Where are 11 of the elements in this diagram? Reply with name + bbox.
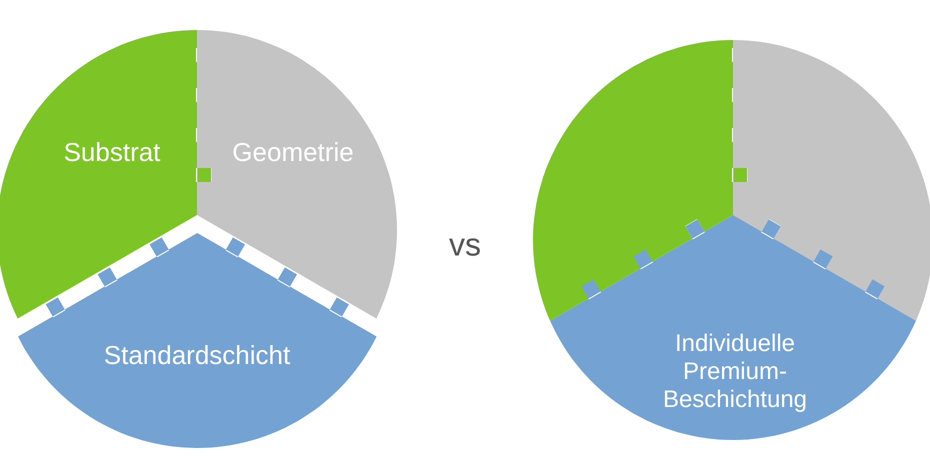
puzzle-segment (18, 233, 376, 448)
segment-label: Individuelle Premium-Beschichtung (662, 330, 808, 414)
comparison-label: vs (449, 226, 481, 264)
puzzle-segment (733, 40, 930, 321)
puzzle-segment (0, 30, 211, 319)
puzzle-segment (533, 40, 747, 321)
segment-label: Substrat (62, 137, 162, 167)
segment-label: Standardschicht (102, 340, 292, 370)
puzzle-segment (197, 30, 397, 319)
segment-label: Geometrie (231, 137, 355, 167)
puzzle-segment (550, 215, 916, 440)
